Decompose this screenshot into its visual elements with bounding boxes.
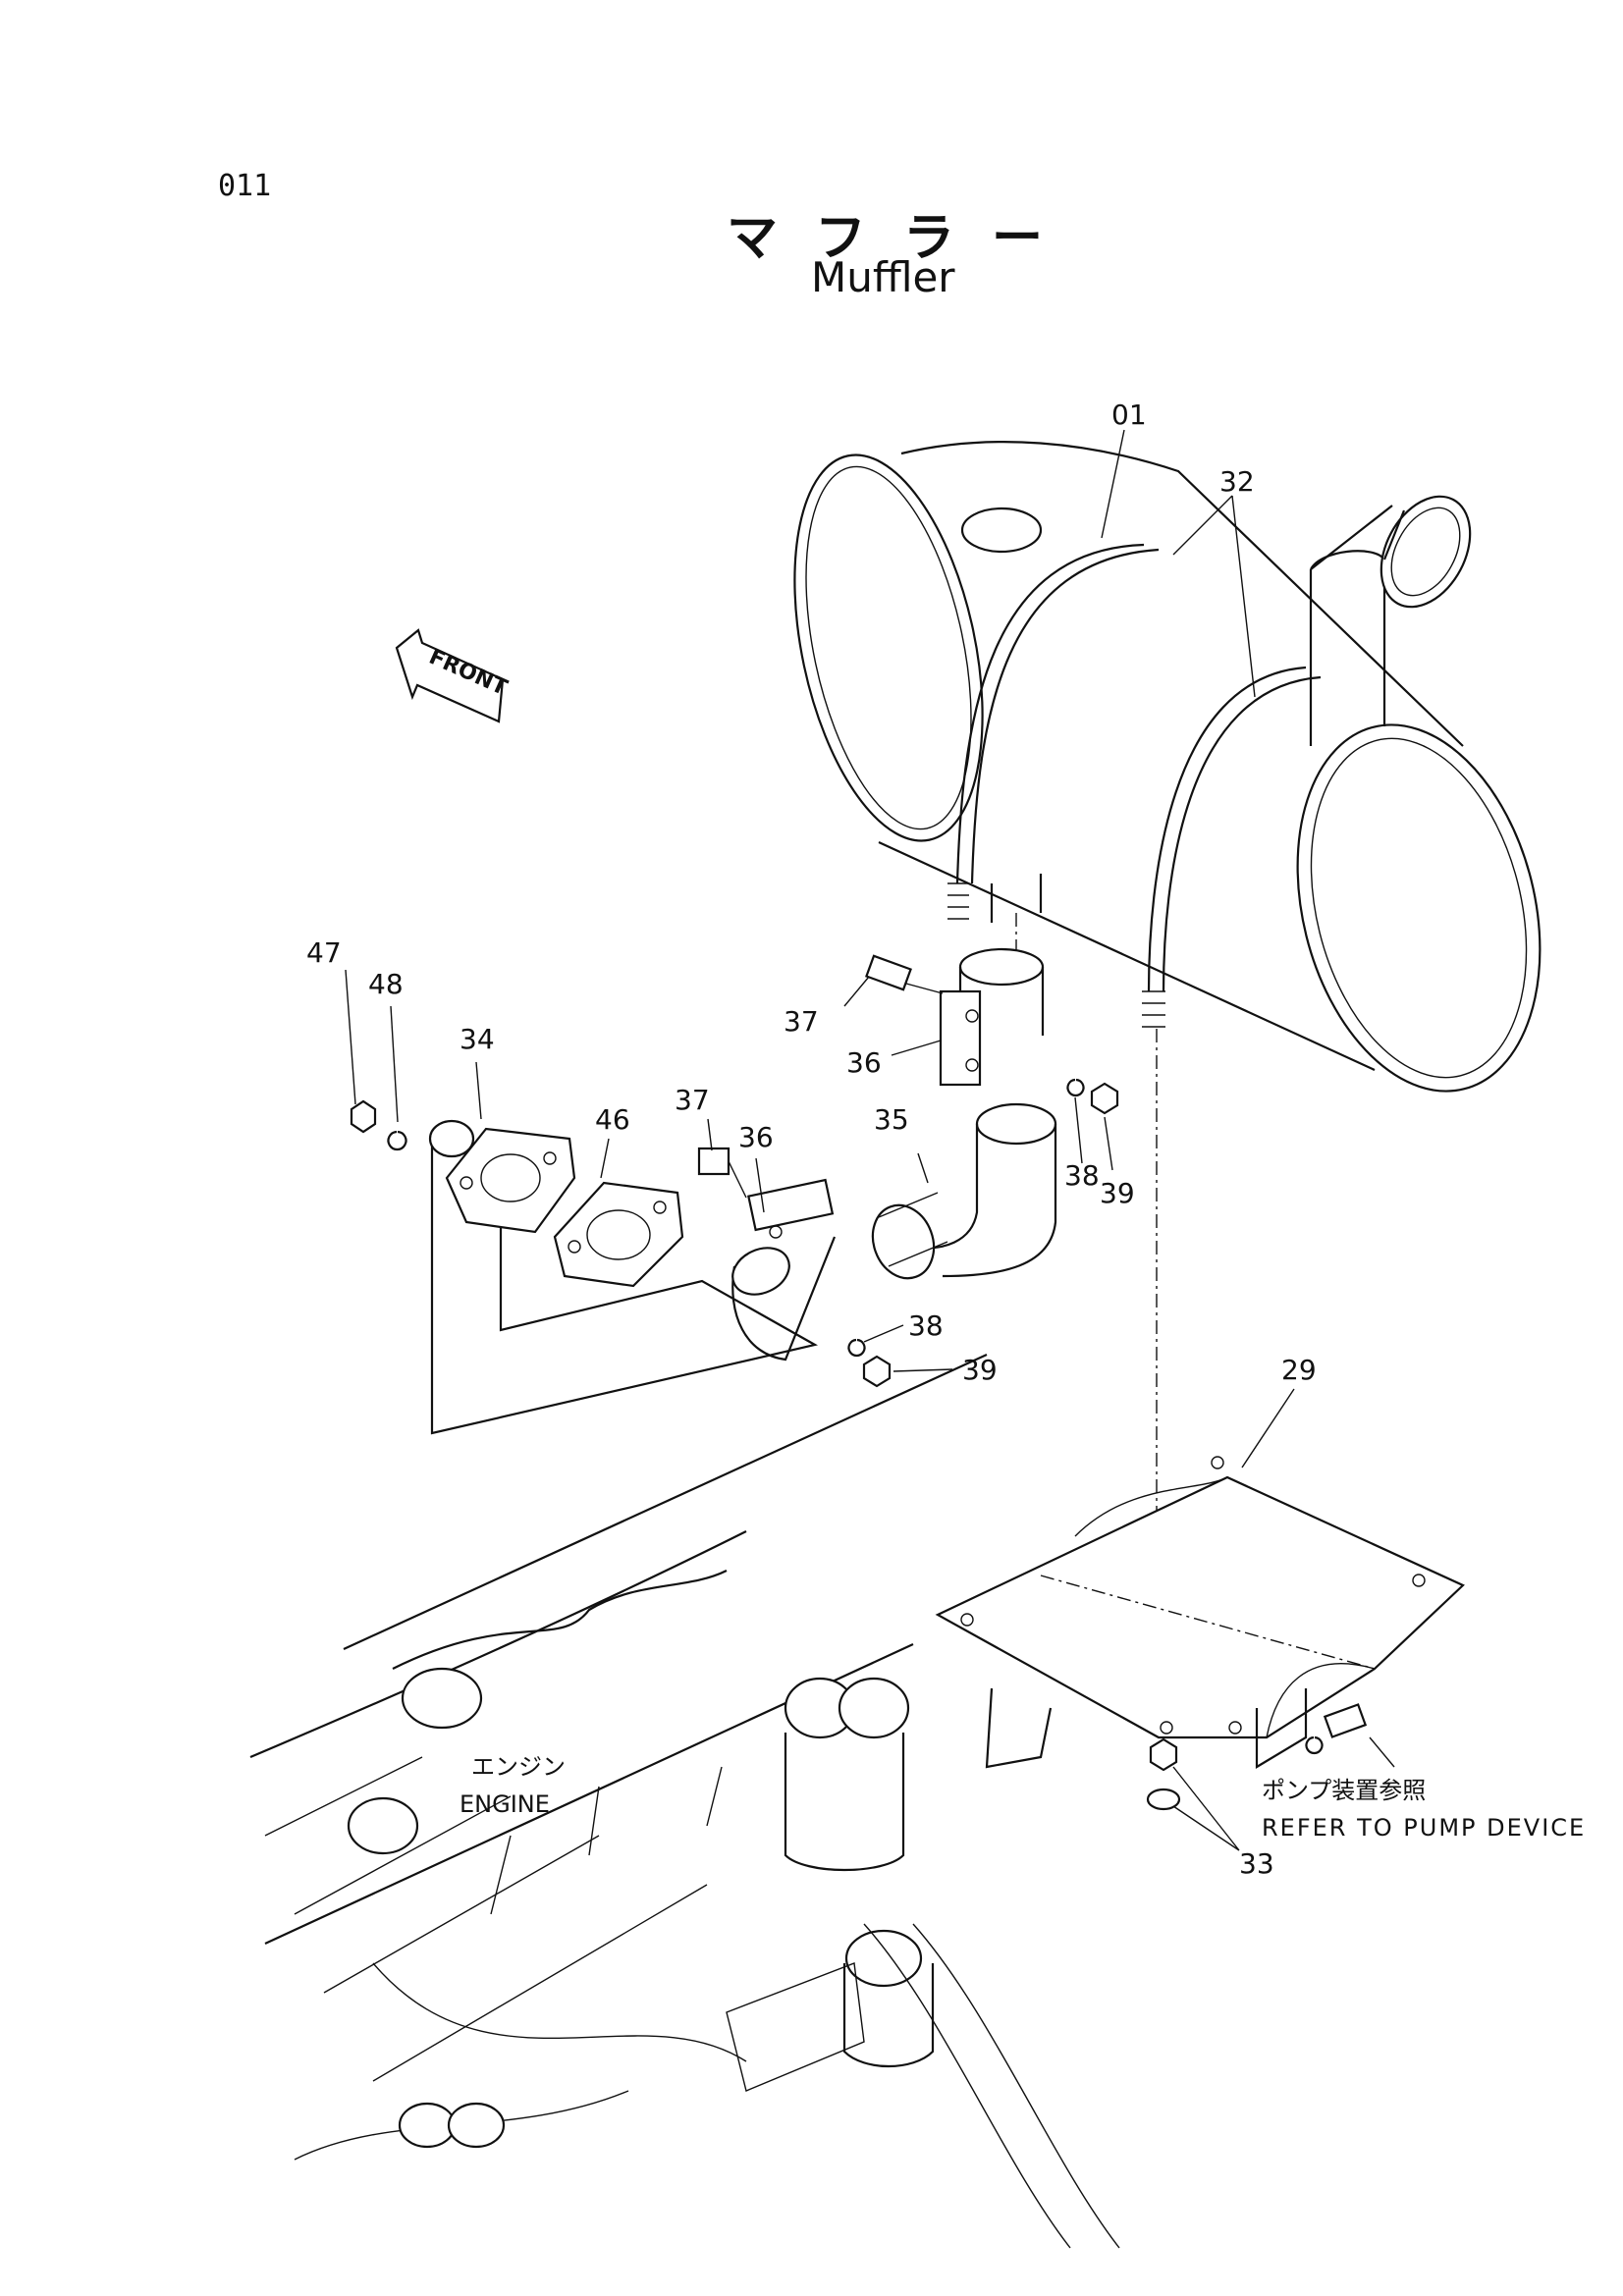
callout-37-lower: 37 [675, 1084, 710, 1116]
gasket [553, 1181, 684, 1288]
callout-46: 46 [595, 1103, 630, 1136]
callout-36-upper: 36 [846, 1046, 882, 1079]
elbow-pipe [871, 1102, 1057, 1280]
muffler-bracket [935, 1456, 1465, 1769]
muffler-body [793, 441, 1542, 1093]
callout-01: 01 [1111, 399, 1147, 431]
title-english: Muffler [811, 253, 955, 301]
callout-47: 47 [306, 936, 342, 969]
exhaust-pipe [350, 1099, 819, 1435]
pump-note-jp: ポンプ装置参照 [1262, 1777, 1426, 1804]
engine-label-jp: エンジン [471, 1753, 566, 1781]
callout-39-lower: 39 [962, 1354, 998, 1386]
callout-37-upper: 37 [784, 1005, 819, 1038]
callout-29: 29 [1281, 1354, 1317, 1386]
front-label: FRONT [425, 645, 511, 701]
callout-38-lower: 38 [908, 1309, 944, 1342]
callout-39-upper: 39 [1100, 1177, 1135, 1209]
clamp-lower [697, 1147, 892, 1388]
clamp-upper [865, 947, 1119, 1115]
engine-label-en: ENGINE [460, 1790, 550, 1818]
pump-note-en: REFER TO PUMP DEVICE [1262, 1814, 1586, 1842]
callout-36-lower: 36 [738, 1121, 774, 1153]
callout-33: 33 [1239, 1847, 1274, 1880]
callout-38-upper: 38 [1064, 1159, 1100, 1192]
title-japanese: マフラー [727, 209, 1081, 268]
page-code: 011 [218, 169, 272, 203]
callout-35: 35 [874, 1103, 909, 1136]
callout-34: 34 [460, 1023, 495, 1055]
callout-48: 48 [368, 968, 404, 1000]
nuts [1146, 1737, 1181, 1811]
engine-block [249, 1353, 1120, 2249]
callout-32: 32 [1219, 465, 1255, 498]
leader-lines [345, 429, 1395, 1851]
front-arrow-icon: FRONT [395, 628, 511, 723]
